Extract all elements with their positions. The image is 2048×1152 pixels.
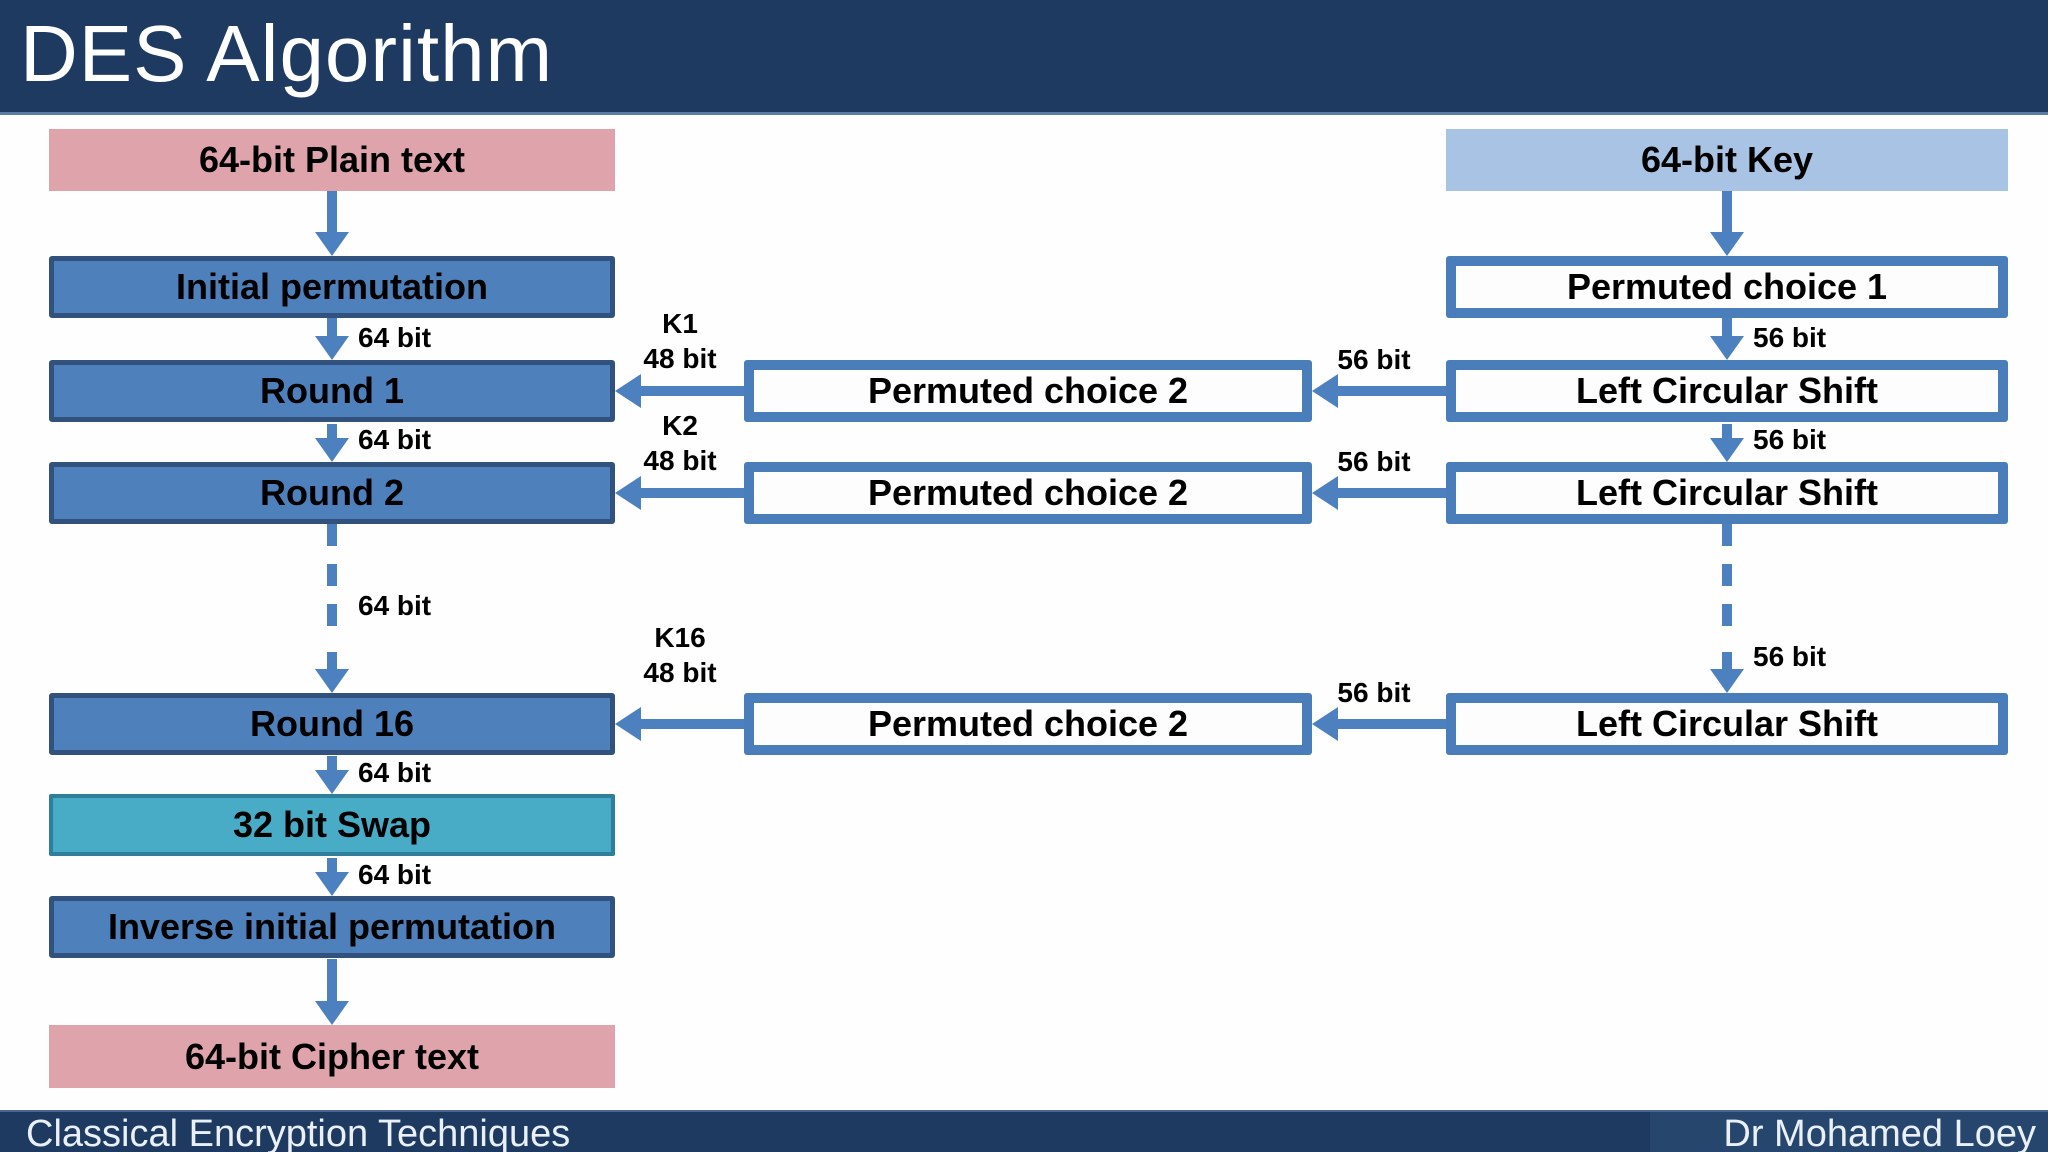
- arrow-round2-to-round16-head: [315, 669, 349, 693]
- footer-bar: Classical Encryption Techniques Dr Moham…: [0, 1110, 2048, 1152]
- edge-label-64bit-4: 64 bit: [358, 757, 432, 788]
- edge-label-k1-48bit: K1 48 bit: [614, 306, 746, 376]
- node-permuted-choice-2-row3: Permuted choice 2: [744, 693, 1312, 755]
- node-permuted-choice-1: Permuted choice 1: [1446, 256, 2008, 318]
- edge-label-k1: K1: [662, 308, 698, 339]
- arrow-pc1-to-lcs1-head: [1710, 336, 1744, 360]
- node-left-circular-shift-2: Left Circular Shift: [1446, 462, 2008, 524]
- arrow-pc2b-to-round2-stem: [637, 488, 744, 498]
- arrow-key-to-pc1-stem: [1722, 191, 1732, 235]
- node-left-circular-shift-1: Left Circular Shift: [1446, 360, 2008, 422]
- edge-label-64bit-3: 64 bit: [358, 590, 432, 621]
- edge-label-56bit-mid-2: 56 bit: [1337, 446, 1411, 477]
- node-plain-text: 64-bit Plain text: [49, 129, 615, 191]
- node-round-2: Round 2: [49, 462, 615, 524]
- node-round-16: Round 16: [49, 693, 615, 755]
- node-inverse-initial-permutation: Inverse initial permutation: [49, 896, 615, 958]
- arrow-iip-to-cipher-stem: [327, 959, 337, 1003]
- node-permuted-choice-2-row2: Permuted choice 2: [744, 462, 1312, 524]
- arrow-ip-to-round1-stem: [327, 318, 337, 338]
- node-permuted-choice-2-row1: Permuted choice 2: [744, 360, 1312, 422]
- footer-right-panel: [1650, 1112, 2048, 1152]
- edge-label-k16-48bit: K16 48 bit: [614, 620, 746, 690]
- arrow-round1-to-round2-stem: [327, 424, 337, 440]
- edge-label-48bit-3: 48 bit: [643, 657, 717, 688]
- arrow-plain-to-ip-stem: [327, 191, 337, 235]
- arrow-lcs3-to-pc2c-stem: [1334, 719, 1446, 729]
- edge-label-56bit-right-1: 56 bit: [1753, 322, 1827, 353]
- footer-author: Dr Mohamed Loey: [1723, 1113, 2036, 1152]
- edge-label-48bit-1: 48 bit: [643, 343, 717, 374]
- arrow-pc2c-to-round16-stem: [637, 719, 744, 729]
- node-cipher-text: 64-bit Cipher text: [49, 1025, 615, 1088]
- arrow-round1-to-round2-head: [315, 438, 349, 462]
- arrow-pc2a-to-round1-head: [615, 374, 641, 408]
- arrow-lcs1-to-pc2a-head: [1312, 374, 1338, 408]
- node-initial-permutation: Initial permutation: [49, 256, 615, 318]
- edge-label-56bit-mid-1: 56 bit: [1337, 344, 1411, 375]
- arrow-lcs1-to-lcs2-stem: [1722, 424, 1732, 440]
- arrow-swap-to-iip-stem: [327, 858, 337, 874]
- arrow-lcs2-to-lcs3-head: [1710, 669, 1744, 693]
- arrow-lcs1-to-pc2a-stem: [1334, 386, 1446, 396]
- arrow-lcs2-to-lcs3-stem: [1722, 652, 1732, 672]
- edge-label-56bit-right-3: 56 bit: [1753, 641, 1827, 672]
- arrow-ip-to-round1-head: [315, 336, 349, 360]
- arrow-lcs2-to-pc2b-stem: [1334, 488, 1446, 498]
- arrow-round2-to-round16-dashed: [327, 524, 337, 642]
- slide-title: DES Algorithm: [20, 9, 554, 98]
- edge-label-56bit-mid-3: 56 bit: [1337, 677, 1411, 708]
- arrow-round2-to-round16-stem: [327, 652, 337, 672]
- node-left-circular-shift-3: Left Circular Shift: [1446, 693, 2008, 755]
- arrow-iip-to-cipher-head: [315, 1001, 349, 1025]
- arrow-round16-to-swap-stem: [327, 756, 337, 774]
- arrow-pc2b-to-round2-head: [615, 476, 641, 510]
- edge-label-k2: K2: [662, 410, 698, 441]
- arrow-lcs1-to-lcs2-head: [1710, 438, 1744, 462]
- arrow-swap-to-iip-head: [315, 872, 349, 896]
- edge-label-64bit-5: 64 bit: [358, 859, 432, 890]
- arrow-plain-to-ip-head: [315, 232, 349, 256]
- edge-label-k2-48bit: K2 48 bit: [614, 408, 746, 478]
- arrow-pc1-to-lcs1-stem: [1722, 318, 1732, 338]
- edge-label-64bit-2: 64 bit: [358, 424, 432, 455]
- edge-label-56bit-right-2: 56 bit: [1753, 424, 1827, 455]
- node-64-bit-key: 64-bit Key: [1446, 129, 2008, 191]
- arrow-lcs2-to-pc2b-head: [1312, 476, 1338, 510]
- arrow-lcs2-to-lcs3-dashed: [1722, 524, 1732, 642]
- header-bar: DES Algorithm: [0, 0, 2048, 115]
- node-32-bit-swap: 32 bit Swap: [49, 794, 615, 856]
- arrow-key-to-pc1-head: [1710, 232, 1744, 256]
- arrow-pc2c-to-round16-head: [615, 707, 641, 741]
- arrow-round16-to-swap-head: [315, 770, 349, 794]
- edge-label-48bit-2: 48 bit: [643, 445, 717, 476]
- edge-label-k16: K16: [654, 622, 706, 653]
- edge-label-64bit-1: 64 bit: [358, 322, 432, 353]
- node-round-1: Round 1: [49, 360, 615, 422]
- footer-course-title: Classical Encryption Techniques: [26, 1113, 571, 1152]
- arrow-pc2a-to-round1-stem: [637, 386, 744, 396]
- arrow-lcs3-to-pc2c-head: [1312, 707, 1338, 741]
